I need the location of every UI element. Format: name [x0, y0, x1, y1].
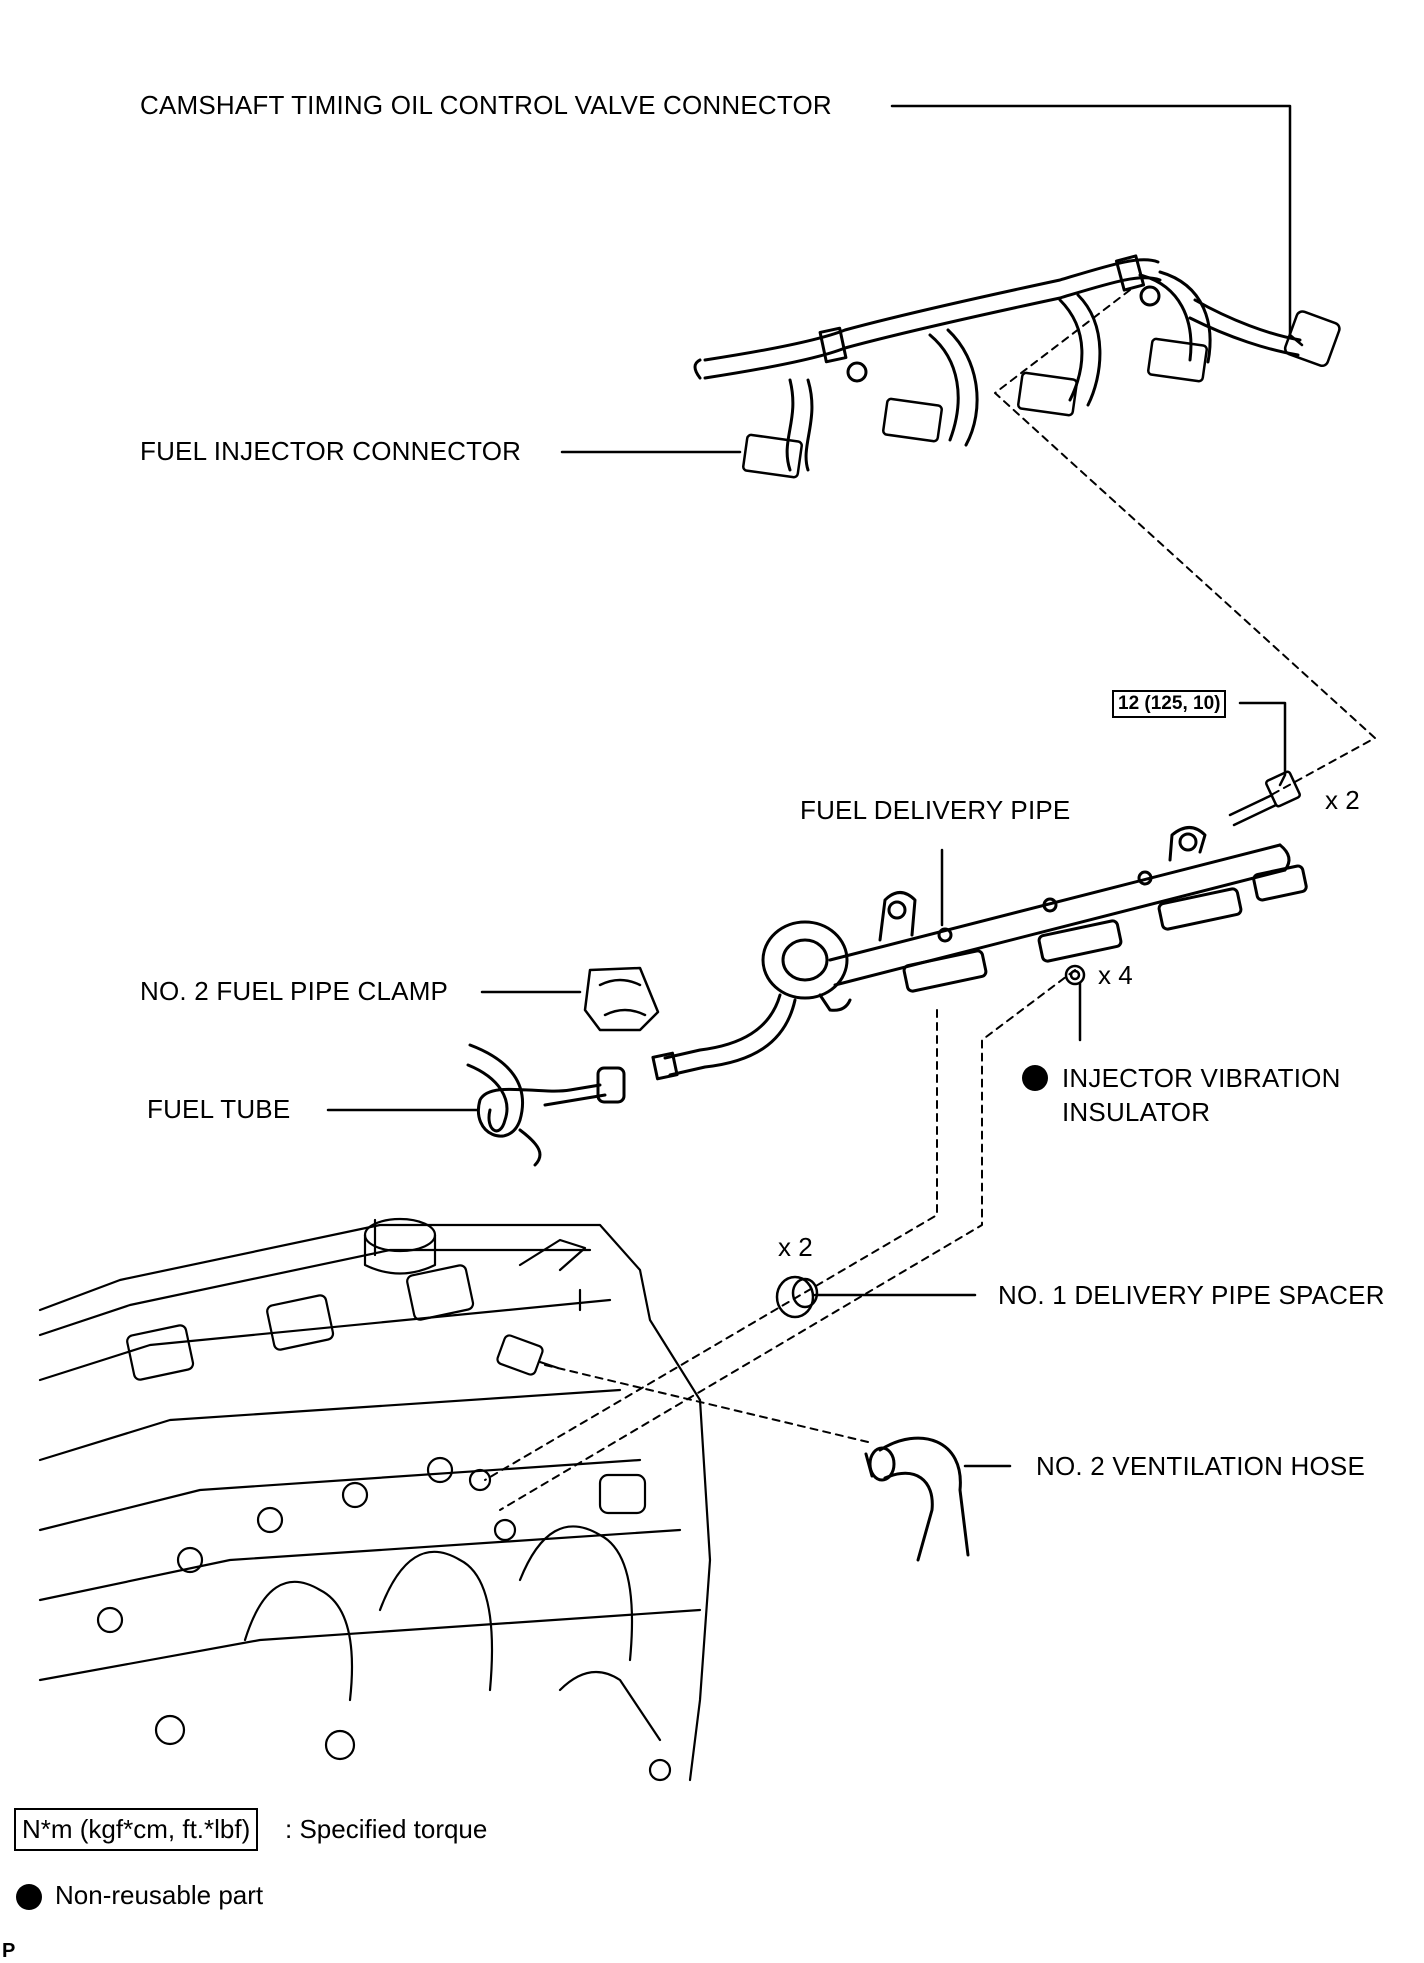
- connectors: [742, 310, 1341, 479]
- legend-torque-desc: : Specified torque: [285, 1814, 488, 1844]
- label-injector-vibration-insulator-line2: INSULATOR: [1062, 1097, 1211, 1127]
- label-camshaft-connector: CAMSHAFT TIMING OIL CONTROL VALVE CONNEC…: [140, 90, 832, 120]
- legend-torque-box: N*m (kgf*cm, ft.*lbf): [14, 1808, 259, 1851]
- label-fuel-injector-connector: FUEL INJECTOR CONNECTOR: [140, 436, 522, 466]
- non-reusable-dot-insulator: [1022, 1065, 1048, 1091]
- torque-spec-box: 12 (125, 10): [1112, 690, 1227, 718]
- bolt-drawing: [1228, 770, 1301, 827]
- ventilation-hose-drawing: [864, 1436, 970, 1562]
- qty-spacer: x 2: [778, 1232, 813, 1262]
- legend-non-reusable-text: Non-reusable part: [55, 1880, 264, 1910]
- qty-bolt: x 2: [1325, 785, 1360, 815]
- insulator-drawing: [1064, 964, 1086, 986]
- leader-lines: [326, 104, 1304, 1468]
- spacer-drawing: [775, 1275, 819, 1319]
- fuel-pipe-clamp-drawing: [583, 966, 660, 1032]
- label-no2-fuel-pipe-clamp: NO. 2 FUEL PIPE CLAMP: [140, 976, 449, 1006]
- dashed-assembly-lines: [484, 289, 1376, 1511]
- corner-mark: P: [2, 1940, 16, 1962]
- wire-harness: [693, 254, 1302, 472]
- label-no1-delivery-pipe-spacer: NO. 1 DELIVERY PIPE SPACER: [998, 1280, 1385, 1310]
- label-no2-ventilation-hose: NO. 2 VENTILATION HOSE: [1036, 1451, 1365, 1481]
- label-fuel-tube: FUEL TUBE: [147, 1094, 291, 1124]
- engine-drawing: [38, 1217, 712, 1782]
- label-fuel-delivery-pipe: FUEL DELIVERY PIPE: [800, 795, 1071, 825]
- label-injector-vibration-insulator-line1: INJECTOR VIBRATION: [1062, 1063, 1341, 1093]
- legend-non-reusable-dot: [16, 1884, 42, 1910]
- fuel-tube-drawing: [466, 1043, 626, 1167]
- qty-insulator: x 4: [1098, 960, 1133, 990]
- fuel-delivery-pipe-drawing: [651, 826, 1308, 1081]
